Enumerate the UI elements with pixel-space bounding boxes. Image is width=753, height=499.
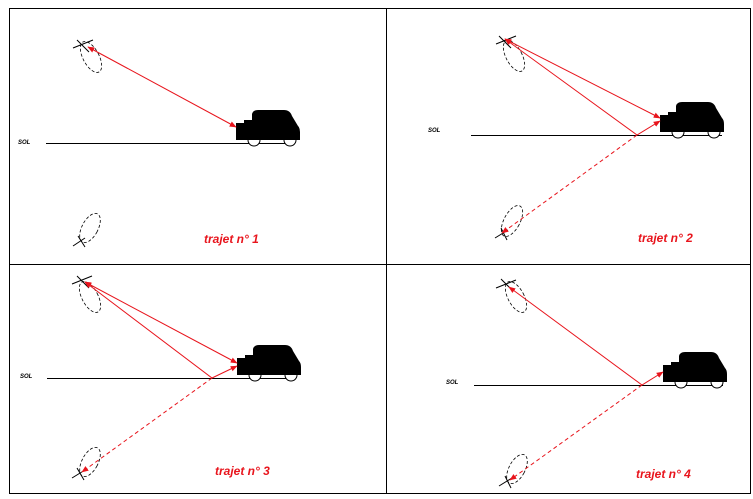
- antenna-lower: [73, 210, 105, 247]
- direct-ray: [505, 39, 660, 118]
- reflected-ray-up: [509, 287, 663, 385]
- path-caption: trajet n° 4: [636, 467, 691, 481]
- antenna-lower: [495, 202, 527, 240]
- path-caption: trajet n° 2: [638, 231, 693, 245]
- reflected-ray-up: [505, 39, 660, 135]
- antenna-upper: [496, 36, 529, 75]
- ground-label: SOL: [428, 128, 441, 134]
- ground-label: SOL: [446, 380, 459, 386]
- antenna-lower: [72, 444, 105, 480]
- panel-2: SOL trajet n° 2: [428, 36, 724, 245]
- reflected-ray-down: [502, 135, 637, 233]
- panel-grid: [9, 8, 751, 494]
- reflected-ray-down: [82, 378, 212, 472]
- panel-3: SOL trajet n° 3: [20, 276, 301, 480]
- car: [236, 110, 300, 146]
- panel-1: SOL trajet n° 1: [18, 38, 300, 247]
- antenna-lower: [499, 451, 532, 488]
- car: [663, 352, 727, 388]
- direct-ray: [88, 47, 236, 127]
- path-caption: trajet n° 1: [204, 232, 259, 246]
- antenna-upper: [72, 276, 105, 316]
- ground-label: SOL: [20, 374, 33, 380]
- ground-label: SOL: [18, 140, 31, 146]
- antenna-upper: [73, 38, 106, 76]
- direct-ray: [85, 282, 237, 363]
- panel-4: SOL trajet n° 4: [446, 278, 727, 488]
- path-caption: trajet n° 3: [215, 464, 270, 478]
- reflected-ray-up: [85, 282, 237, 378]
- car: [237, 345, 301, 381]
- antenna-upper: [496, 278, 531, 316]
- car: [660, 102, 724, 138]
- reflected-ray-down: [510, 385, 642, 480]
